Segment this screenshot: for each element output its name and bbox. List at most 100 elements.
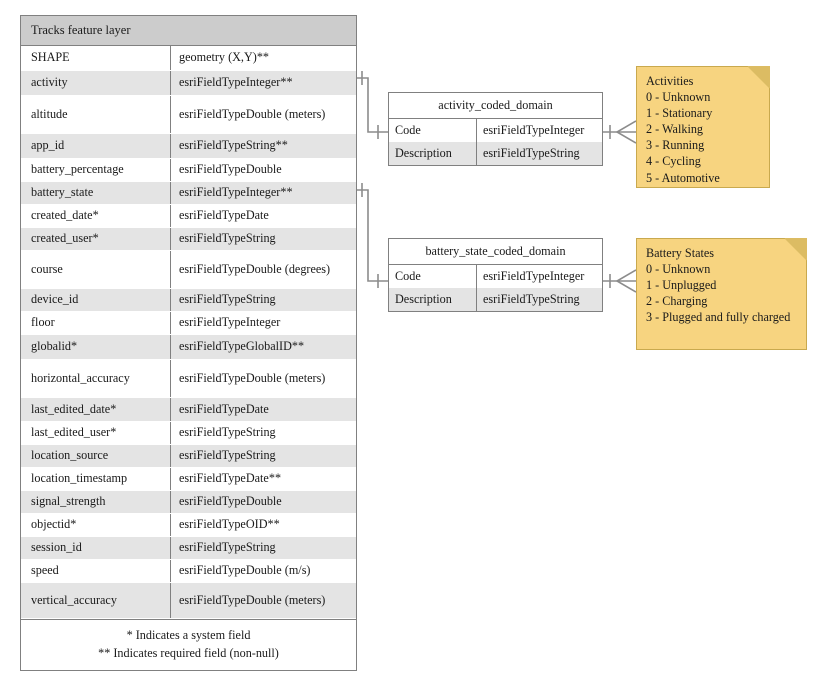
table-row: battery_percentage esriFieldTypeDouble bbox=[21, 159, 356, 182]
field-name-cell: altitude bbox=[21, 96, 171, 133]
field-type-cell: esriFieldTypeString bbox=[179, 448, 276, 463]
field-name-cell: app_id bbox=[21, 134, 171, 158]
field-type-cell: esriFieldTypeDouble (meters) bbox=[179, 592, 326, 607]
table-row: speed esriFieldTypeDouble (m/s) bbox=[21, 560, 356, 583]
field-type-cell: esriFieldTypeDouble (meters) bbox=[179, 106, 326, 121]
field-type-cell: esriFieldTypeInteger** bbox=[179, 75, 293, 90]
field-name-cell: objectid* bbox=[21, 514, 171, 536]
domain-rows: Code esriFieldTypeInteger Description es… bbox=[389, 265, 602, 311]
table-row: floor esriFieldTypeInteger bbox=[21, 312, 356, 335]
table-row: objectid* esriFieldTypeOID** bbox=[21, 514, 356, 537]
field-type-cell: esriFieldTypeDouble (meters) bbox=[179, 370, 326, 385]
table-row: location_source esriFieldTypeString bbox=[21, 445, 356, 468]
field-name-cell: last_edited_date* bbox=[21, 398, 171, 421]
field-name-cell: floor bbox=[21, 312, 171, 334]
note-line: 2 - Walking bbox=[646, 122, 704, 137]
field-type-cell: esriFieldTypeString bbox=[179, 540, 276, 555]
field-name-cell: created_date* bbox=[21, 205, 171, 227]
table-row: globalid* esriFieldTypeGlobalID** bbox=[21, 335, 356, 360]
field-type-cell: esriFieldTypeDouble bbox=[179, 162, 282, 177]
field-type-cell: esriFieldTypeDate** bbox=[179, 471, 282, 486]
field-type-cell: esriFieldTypeGlobalID** bbox=[179, 339, 305, 354]
table-row: session_id esriFieldTypeString bbox=[21, 537, 356, 560]
table-row: location_timestamp esriFieldTypeDate** bbox=[21, 468, 356, 491]
domain-field-type: esriFieldTypeInteger bbox=[483, 269, 585, 283]
field-type-cell: esriFieldTypeOID** bbox=[179, 517, 280, 532]
domain-field-name: Code bbox=[389, 119, 477, 142]
field-type-cell: esriFieldTypeDate bbox=[179, 208, 269, 223]
note-line: 1 - Unplugged bbox=[646, 278, 717, 293]
field-name-cell: last_edited_user* bbox=[21, 422, 171, 444]
field-name-cell: globalid* bbox=[21, 335, 171, 359]
domain-title: activity_coded_domain bbox=[389, 93, 602, 119]
domain-field-name: Code bbox=[389, 265, 477, 288]
field-type-cell: esriFieldTypeString bbox=[179, 425, 276, 440]
table-row: Code esriFieldTypeInteger bbox=[389, 265, 602, 288]
field-type-cell: esriFieldTypeInteger** bbox=[179, 185, 293, 200]
note-line: 3 - Running bbox=[646, 138, 705, 153]
domain-title: battery_state_coded_domain bbox=[389, 239, 602, 265]
note-title: Activities bbox=[646, 74, 694, 88]
field-name-cell: speed bbox=[21, 560, 171, 582]
field-type-cell: esriFieldTypeString bbox=[179, 231, 276, 246]
field-type-cell: esriFieldTypeString bbox=[179, 292, 276, 307]
field-name-cell: horizontal_accuracy bbox=[21, 360, 171, 397]
note-line: 0 - Unknown bbox=[646, 90, 711, 105]
table-row: activity esriFieldTypeInteger** bbox=[21, 71, 356, 96]
feature-table-title: Tracks feature layer bbox=[21, 16, 356, 46]
table-row: altitude esriFieldTypeDouble (meters) bbox=[21, 96, 356, 134]
table-row: Description esriFieldTypeString bbox=[389, 288, 602, 311]
table-row: last_edited_user* esriFieldTypeString bbox=[21, 422, 356, 445]
connector-activity bbox=[357, 77, 388, 133]
field-name-cell: created_user* bbox=[21, 228, 171, 250]
field-name-cell: course bbox=[21, 251, 171, 288]
domain-field-name: Description bbox=[389, 142, 477, 165]
note-line: 3 - Plugged and fully charged bbox=[646, 310, 791, 325]
crowsfoot-activity bbox=[615, 120, 637, 144]
table-row: Code esriFieldTypeInteger bbox=[389, 119, 602, 142]
table-row: created_user* esriFieldTypeString bbox=[21, 228, 356, 251]
crowsfoot-battery bbox=[615, 269, 637, 293]
note-line: 0 - Unknown bbox=[646, 262, 711, 277]
field-name-cell: battery_percentage bbox=[21, 159, 171, 181]
field-name-cell: vertical_accuracy bbox=[21, 583, 171, 618]
field-name-cell: session_id bbox=[21, 537, 171, 559]
table-row: signal_strength esriFieldTypeDouble bbox=[21, 491, 356, 514]
connector-battery bbox=[357, 189, 388, 282]
field-name-cell: signal_strength bbox=[21, 491, 171, 513]
field-type-cell: esriFieldTypeInteger bbox=[179, 315, 281, 330]
field-name-cell: location_timestamp bbox=[21, 468, 171, 490]
field-type-cell: esriFieldTypeDouble (m/s) bbox=[179, 563, 311, 578]
table-row: device_id esriFieldTypeString bbox=[21, 289, 356, 312]
domain-field-type: esriFieldTypeString bbox=[483, 146, 580, 160]
note-line: 5 - Automotive bbox=[646, 170, 720, 185]
note-line: 4 - Cycling bbox=[646, 154, 701, 169]
note-line: 1 - Stationary bbox=[646, 106, 713, 121]
activity-coded-domain-table: activity_coded_domain Code esriFieldType… bbox=[388, 92, 603, 166]
table-row: Description esriFieldTypeString bbox=[389, 142, 602, 165]
domain-field-type: esriFieldTypeInteger bbox=[483, 123, 585, 137]
feature-table-legend: * Indicates a system field** Indicates r… bbox=[21, 619, 356, 671]
domain-rows: Code esriFieldTypeInteger Description es… bbox=[389, 119, 602, 165]
field-name-cell: device_id bbox=[21, 289, 171, 311]
field-name-cell: location_source bbox=[21, 445, 171, 467]
domain-field-name: Description bbox=[389, 288, 477, 311]
note-line: 2 - Charging bbox=[646, 294, 708, 309]
domain-field-type: esriFieldTypeString bbox=[483, 292, 580, 306]
field-name-cell: activity bbox=[21, 71, 171, 95]
table-row: course esriFieldTypeDouble (degrees) bbox=[21, 251, 356, 289]
field-type-cell: esriFieldTypeDouble bbox=[179, 494, 282, 509]
table-row: horizontal_accuracy esriFieldTypeDouble (… bbox=[21, 360, 356, 398]
field-name-cell: SHAPE bbox=[21, 46, 171, 70]
legend-line: * Indicates a system field bbox=[126, 628, 251, 642]
field-type-cell: esriFieldTypeDouble (degrees) bbox=[179, 261, 331, 276]
